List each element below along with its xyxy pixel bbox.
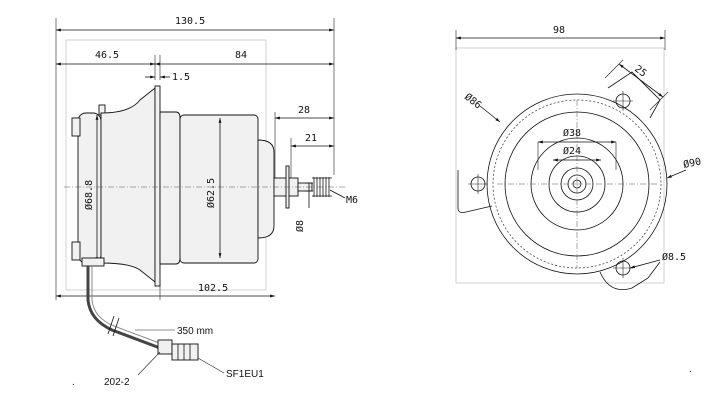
dim-inner-diameter-2: Ø24 (563, 145, 581, 157)
cable-code-label: 202-2 (104, 377, 130, 388)
dim-inner-diameter-1: Ø38 (563, 127, 581, 139)
dim-bolt-circle: Ø86 (462, 91, 484, 112)
connector-label: SF1EU1 (226, 369, 264, 380)
dim-body-diameter: Ø62.5 (205, 178, 217, 208)
motor-body (64, 85, 345, 287)
dim-flange-to-shaft: 102.5 (198, 283, 228, 294)
dim-front-diameter: Ø68.8 (83, 180, 95, 210)
svg-text:.: . (689, 364, 692, 375)
dim-overall-length: 130.5 (175, 16, 205, 27)
dim-flange-thickness: 1.5 (172, 72, 190, 83)
inner-rings (497, 100, 657, 268)
svg-text:.: . (72, 377, 75, 388)
dim-rear-length: 84 (235, 50, 247, 61)
dim-outer-diameter: Ø90 (682, 155, 702, 170)
motor-cable (81, 257, 199, 361)
dim-thread-length: 21 (305, 133, 317, 144)
dim-shaft-length: 28 (298, 105, 310, 116)
connector-plug (157, 339, 199, 361)
front-view: 98 (455, 25, 702, 375)
dim-thread-size: M6 (346, 195, 358, 206)
housing-outline (457, 71, 668, 291)
dim-tab-width: 25 (632, 64, 648, 80)
dim-hole-diameter: Ø8.5 (662, 251, 686, 263)
cable-length-label: 350 mm (177, 326, 213, 337)
dim-front-length: 46.5 (95, 50, 119, 61)
dim-overall-width: 98 (553, 25, 565, 36)
dim-shaft-diameter: Ø8 (294, 220, 306, 232)
side-view: 130.5 46.5 84 1.5 28 21 102.5 (55, 16, 358, 388)
